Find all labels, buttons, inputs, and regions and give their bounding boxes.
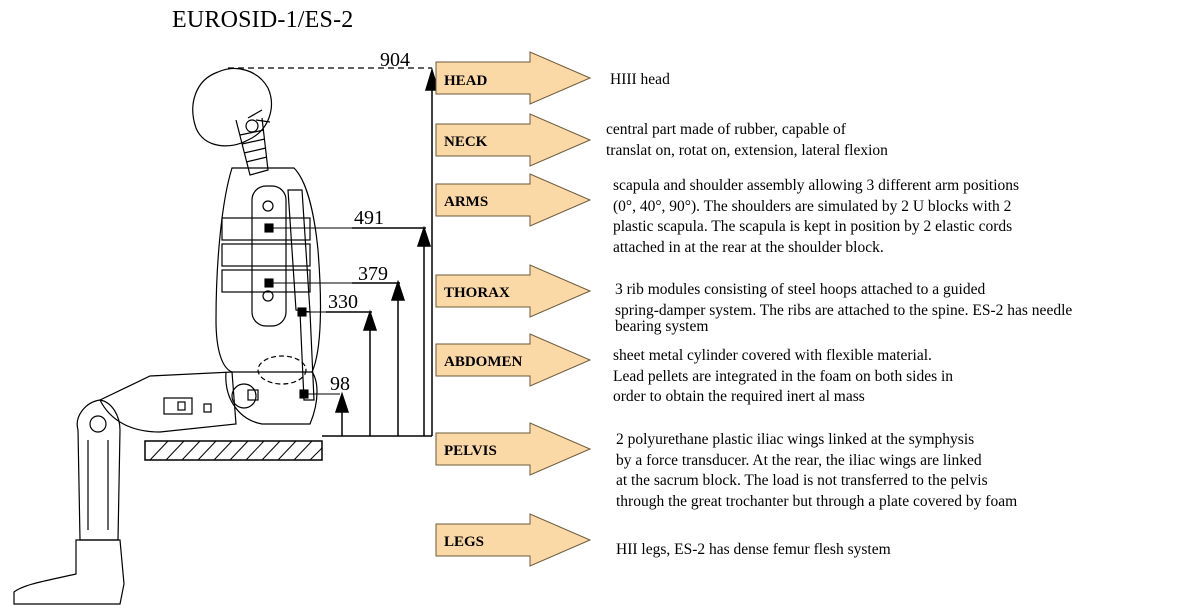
arrow-thorax: THORAX: [435, 264, 592, 318]
desc-line: bearing system: [615, 318, 709, 335]
arrow-label-head: HEAD: [444, 73, 488, 89]
arrow-abdomen: ABDOMEN: [435, 333, 592, 387]
desc-abdomen: sheet metal cylinder covered with flexib…: [613, 346, 953, 408]
desc-line: spring-damper system. The ribs are attac…: [615, 301, 1073, 319]
desc-arms: scapula and shoulder assembly allowing 3…: [613, 176, 1019, 258]
measurement-379: 379: [358, 263, 388, 285]
desc-head: HIII head: [610, 70, 670, 91]
desc-line: at the sacrum block. The load is not tra…: [616, 472, 988, 489]
desc-line: 2 polyurethane plastic iliac wings linke…: [616, 431, 975, 448]
arrow-label-legs: LEGS: [444, 534, 484, 550]
arrow-head: HEAD: [435, 51, 592, 105]
arrow-legs: LEGS: [435, 513, 592, 567]
thigh-drawing: [99, 371, 237, 433]
foot-drawing: [13, 539, 125, 605]
arrow-pelvis: PELVIS: [435, 422, 592, 476]
desc-pelvis: 2 polyurethane plastic iliac wings linke…: [616, 430, 1017, 512]
head-outline: [192, 67, 272, 147]
desc-line: (0°, 40°, 90°). The shoulders are simula…: [613, 197, 1012, 215]
desc-legs: HII legs, ES-2 has dense femur flesh sys…: [616, 540, 891, 561]
desc-line: order to obtain the required inert al ma…: [613, 388, 865, 405]
desc-thorax: 3 rib modules consisting of steel hoops …: [615, 280, 1072, 338]
desc-line: 3 rib modules consisting of steel hoops …: [615, 281, 986, 298]
rib-modules: [221, 217, 311, 293]
neck-drawing: [235, 109, 271, 176]
abdomen-drawing: [225, 371, 318, 425]
arrow-neck: NECK: [435, 113, 592, 167]
arrow-label-pelvis: PELVIS: [444, 443, 497, 459]
desc-line: scapula and shoulder assembly allowing 3…: [613, 177, 1020, 194]
lower-leg-drawing: [76, 399, 121, 541]
diagram-title: EUROSID-1/ES-2: [172, 7, 354, 33]
desc-line: attached in at the rear at the shoulder …: [613, 238, 884, 256]
section-arrows: HEAD NECK ARMS THORAX ABDOMEN PELVIS LEG…: [435, 51, 592, 567]
arrow-label-thorax: THORAX: [444, 285, 510, 301]
desc-line: HII legs, ES-2 has dense femur flesh sys…: [616, 541, 891, 558]
measurement-491: 491: [354, 207, 384, 229]
desc-line: sheet metal cylinder covered with flexib…: [613, 347, 932, 364]
arrow-label-abdomen: ABDOMEN: [444, 354, 523, 370]
desc-line: by a force transducer. At the rear, the …: [616, 451, 982, 469]
arrow-label-arms: ARMS: [444, 194, 488, 210]
measurement-98: 98: [330, 373, 350, 395]
measurement-arrows: [322, 67, 440, 437]
arm-drawing: [287, 189, 311, 313]
desc-line: translat on, rotat on, extension, latera…: [606, 141, 888, 159]
desc-line: through the great trochanter but through…: [616, 492, 1018, 510]
measurement-904: 904: [380, 49, 410, 71]
desc-line: HIII head: [610, 71, 670, 88]
desc-line: Lead pellets are integrated in the foam …: [613, 367, 954, 385]
desc-line: central part made of rubber, capable of: [606, 121, 846, 138]
arrow-label-neck: NECK: [444, 134, 488, 150]
seat: [144, 440, 323, 461]
desc-neck: central part made of rubber, capable of …: [606, 120, 888, 161]
arrow-arms: ARMS: [435, 173, 592, 227]
torso-outline: [215, 167, 322, 373]
measurement-330: 330: [328, 291, 358, 313]
desc-line: plastic scapula. The scapula is kept in …: [613, 218, 1013, 235]
spine-box: [251, 185, 287, 327]
